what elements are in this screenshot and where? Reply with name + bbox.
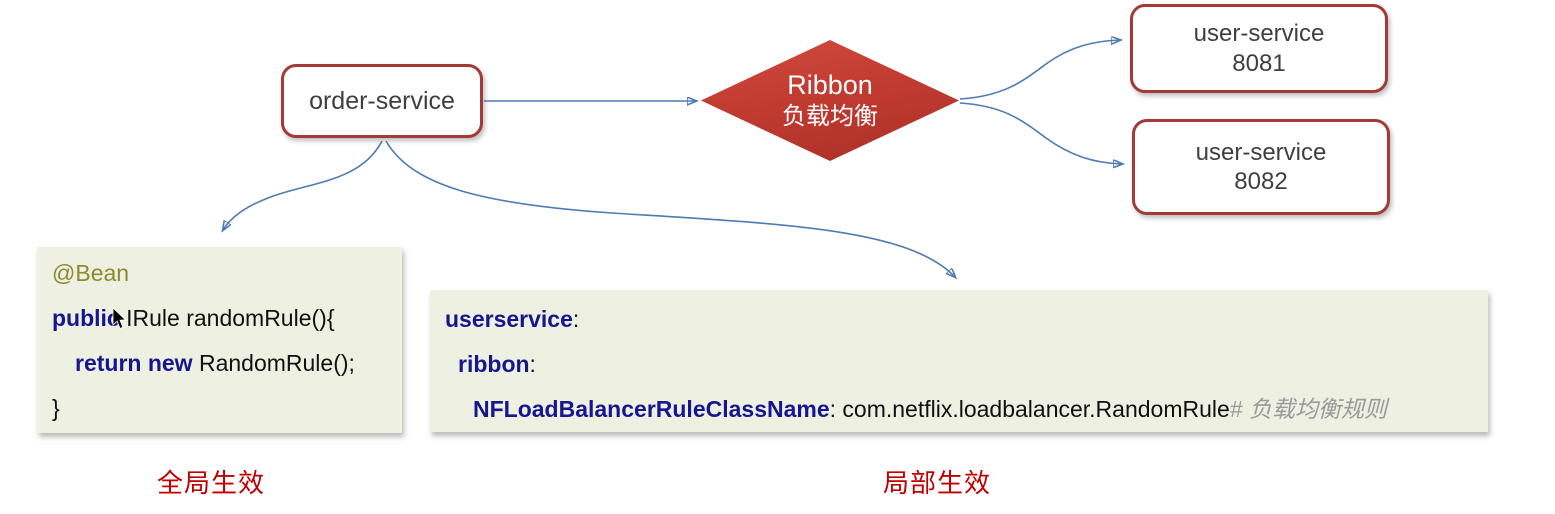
- ribbon-diamond-title: Ribbon: [787, 69, 873, 100]
- user-service-8081-node: user-service 8081: [1130, 4, 1388, 93]
- user-service-8082-name: user-service: [1195, 138, 1327, 166]
- yaml-line-ribbon: ribbon:: [458, 351, 536, 377]
- mouse-cursor-icon: [112, 308, 127, 330]
- arrow-order-to-global-code: [223, 140, 383, 230]
- code-line-bean-annotation: @Bean: [52, 260, 130, 286]
- code-line-return: return new RandomRule();: [75, 350, 355, 376]
- code-line-closing-brace: }: [52, 395, 60, 421]
- user-service-8082-node: user-service 8082: [1132, 119, 1390, 215]
- local-rule-code-block: userservice: ribbon: NFLoadBalancerRuleC…: [430, 290, 1488, 432]
- yaml-line-rule-classname: NFLoadBalancerRuleClassName: com.netflix…: [473, 396, 1387, 422]
- order-service-node: order-service: [281, 64, 483, 138]
- yaml-line-userservice: userservice:: [445, 306, 580, 332]
- code-line-method-signature: public IRule randomRule(){: [52, 305, 335, 331]
- arrow-ribbon-to-user1: [959, 40, 1120, 100]
- user-service-8081-name: user-service: [1193, 20, 1325, 48]
- order-service-label: order-service: [309, 86, 455, 115]
- ribbon-diamond-subtitle: 负载均衡: [782, 103, 878, 131]
- caption-local-effect: 局部生效: [883, 468, 992, 498]
- global-rule-code-block: @Bean public IRule randomRule(){ return …: [37, 247, 402, 433]
- caption-global-effect: 全局生效: [157, 468, 266, 498]
- arrow-order-to-local-code: [385, 140, 955, 277]
- user-service-8082-port: 8082: [1234, 168, 1288, 195]
- user-service-8081-port: 8081: [1232, 49, 1286, 77]
- arrow-ribbon-to-user2: [959, 102, 1122, 164]
